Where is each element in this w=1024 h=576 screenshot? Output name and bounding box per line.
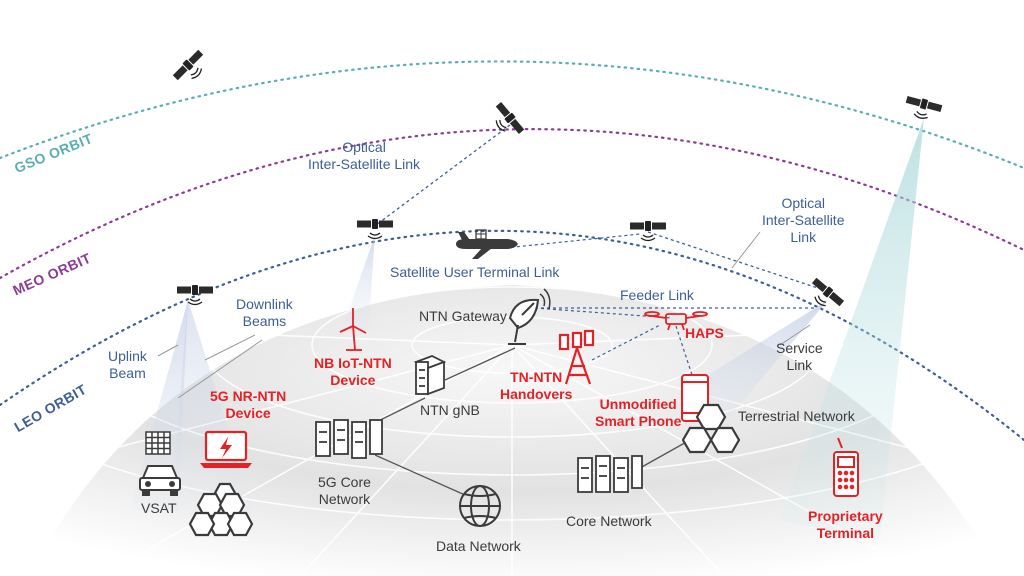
globe-icon [459, 485, 501, 527]
unmodified-smart-phone-label: Unmodified Smart Phone [595, 396, 681, 430]
downlink-beams-label: Downlink Beams [236, 296, 293, 330]
data-network-label: Data Network [436, 538, 521, 554]
haps-tower-link [591, 324, 661, 361]
label-line: Unmodified [599, 396, 677, 412]
satellite-icon [629, 220, 667, 242]
beams [130, 118, 924, 540]
satellite-icon [804, 275, 846, 316]
nb-iot-ntn-device-label: NB IoT-NTN Device [314, 355, 392, 389]
server-rack-icon [315, 419, 383, 459]
gso-orbit [0, 60, 1024, 170]
label-line: Link [790, 229, 817, 245]
satellite-user-terminal-link-label: Satellite User Terminal Link [390, 264, 560, 280]
label-line: Service [776, 340, 823, 356]
label-line: Inter-Satellite Link [308, 156, 421, 172]
label-line: Handovers [500, 386, 573, 402]
car-icon [139, 465, 181, 496]
optical-isl-link-left [371, 124, 511, 229]
label-line: Link [786, 357, 813, 373]
label-line: Network [318, 491, 371, 507]
label-line: Optical [342, 139, 386, 155]
leo-orbit [0, 229, 1024, 442]
satellite-user-terminal-link [504, 233, 641, 249]
links [157, 124, 825, 496]
server-rack-icon [577, 455, 643, 493]
label-line: Proprietary [808, 508, 883, 524]
hexagon-cell-icon [188, 482, 254, 537]
service-link-beam [700, 300, 828, 440]
label-line: Downlink [236, 296, 293, 312]
uplink-beam [130, 300, 188, 515]
nb-iot-beam [342, 235, 375, 335]
vsat-label: VSAT [141, 500, 177, 516]
fiveg-nr-ntn-device-label: 5G NR-NTN Device [210, 388, 286, 422]
uplink-beam-label: Uplink Beam [108, 348, 147, 382]
laptop-icon [200, 430, 252, 468]
label-line: Device [225, 405, 271, 421]
terrestrial-network-label: Terrestrial Network [738, 408, 855, 424]
cell-tower-icon [558, 329, 595, 385]
sat-phone-icon [833, 437, 859, 497]
label-line: Beam [109, 365, 146, 381]
label-line: Uplink [108, 348, 147, 364]
ntn-gateway-label: NTN Gateway [419, 308, 507, 324]
server-rack-icon [413, 355, 447, 396]
fiveg-core-network-label: 5G Core Network [318, 474, 371, 508]
label-line: NB IoT-NTN [314, 355, 392, 371]
label-line: Optical [781, 195, 826, 211]
wind-turbine-icon [339, 308, 367, 351]
haps-drone-icon [644, 311, 708, 331]
feeder-link-label: Feeder Link [620, 287, 694, 303]
gso-beam [780, 118, 924, 540]
label-line: Smart Phone [595, 413, 682, 429]
satellite-icon [356, 218, 394, 240]
label-line: 5G Core [318, 474, 371, 490]
meo-orbit [0, 128, 1024, 280]
satellite-icon [486, 100, 527, 142]
haps-phone-link [675, 325, 693, 376]
satellite-icon [171, 48, 212, 89]
optical-isl-right-label: Optical Inter-Satellite Link [762, 195, 844, 246]
label-line: TN-NTN [510, 369, 563, 385]
service-link-label: Service Link [776, 340, 823, 374]
label-line: Device [330, 372, 376, 388]
core-network-label: Core Network [566, 513, 652, 529]
ntn-gnb-label: NTN gNB [420, 402, 480, 418]
airplane-icon [456, 229, 518, 259]
solar-panel-icon [145, 431, 171, 455]
tn-ntn-handovers-label: TN-NTN Handovers [500, 369, 572, 403]
optical-isl-left-label: Optical Inter-Satellite Link [308, 139, 420, 173]
label-line: Inter-Satellite [762, 212, 845, 228]
label-line: 5G NR-NTN [210, 388, 287, 404]
label-line: Terminal [816, 525, 874, 541]
optical-isl-link-right [647, 231, 825, 291]
hexagon-cell-icon [681, 403, 741, 454]
proprietary-terminal-label: Proprietary Terminal [808, 508, 883, 542]
satellite-icon [902, 93, 944, 124]
label-line: Beams [242, 313, 287, 329]
haps-label: HAPS [685, 325, 724, 341]
satellite-dish-icon [508, 288, 551, 345]
